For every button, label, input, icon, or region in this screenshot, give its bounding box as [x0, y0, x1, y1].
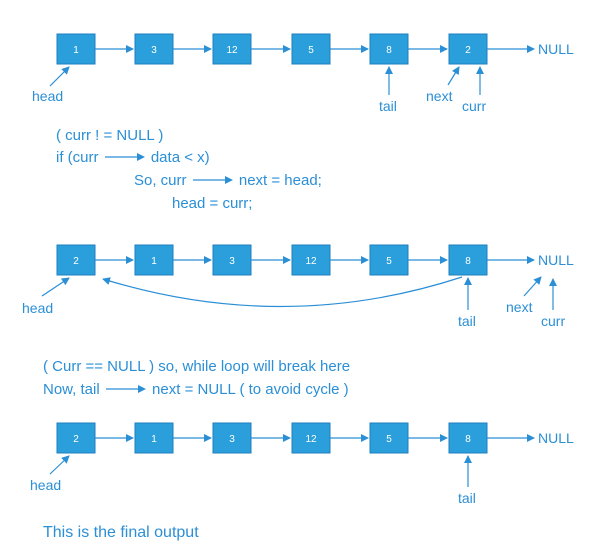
pointer-label-curr: curr — [462, 98, 486, 114]
pointer-arrow-next — [447, 66, 460, 86]
pointer-label-tail: tail — [458, 490, 476, 506]
node-value: 1 — [151, 434, 157, 445]
code-line-2: if (curr data < x) — [56, 149, 210, 167]
pointer-arrow-next — [523, 276, 542, 297]
list-node — [56, 422, 96, 454]
arrow-icon — [103, 149, 147, 167]
list-node — [369, 422, 409, 454]
pointer-label-next: next — [506, 299, 533, 315]
node-value: 3 — [229, 434, 235, 445]
list-node — [56, 244, 96, 276]
final-output-caption: This is the final output — [43, 524, 199, 541]
list-node — [212, 422, 252, 454]
node-value: 12 — [226, 45, 238, 56]
node-value: 12 — [305, 256, 317, 267]
pointer-label-head: head — [22, 300, 53, 316]
list-node — [291, 33, 331, 65]
pointer-arrow-head — [49, 455, 70, 475]
pointer-arrow-head — [49, 66, 70, 87]
null-label: NULL — [538, 41, 574, 57]
linked-list-step-1: 1 3 12 5 8 2 NULL head tail next curr — [32, 33, 574, 114]
pointer-label-head: head — [32, 88, 63, 104]
list-node — [56, 33, 96, 65]
cycle-back-link-arrow — [102, 276, 463, 308]
pointer-label-curr: curr — [541, 313, 565, 329]
node-value: 5 — [386, 256, 392, 267]
node-value: 12 — [305, 434, 317, 445]
list-node — [369, 244, 409, 276]
code-line-6: Now, tail next = NULL ( to avoid cycle ) — [43, 381, 349, 399]
node-value: 8 — [465, 256, 471, 267]
node-value: 2 — [73, 434, 79, 445]
code-line-4: head = curr; — [172, 195, 253, 212]
node-value: 2 — [73, 256, 79, 267]
null-label: NULL — [538, 252, 574, 268]
node-value: 8 — [465, 434, 471, 445]
node-value: 3 — [229, 256, 235, 267]
list-node — [134, 33, 174, 65]
code-line-3: So, curr next = head; — [134, 172, 322, 190]
arrow-icon — [191, 172, 235, 190]
node-value: 5 — [386, 434, 392, 445]
node-value: 8 — [386, 45, 392, 56]
code-line-5: ( Curr == NULL ) so, while loop will bre… — [43, 358, 351, 375]
node-value: 5 — [308, 45, 314, 56]
node-value: 2 — [465, 45, 471, 56]
arrow-icon — [104, 381, 148, 399]
null-label: NULL — [538, 430, 574, 446]
list-node — [212, 244, 252, 276]
code-line-1: ( curr ! = NULL ) — [56, 127, 164, 144]
pointer-arrow-head — [41, 277, 70, 297]
pointer-label-tail: tail — [458, 313, 476, 329]
linked-list-step-2: 2 1 3 12 5 8 NULL head tail next curr — [22, 244, 574, 329]
pointer-label-head: head — [30, 477, 61, 493]
pointer-label-tail: tail — [379, 98, 397, 114]
node-value: 1 — [151, 256, 157, 267]
list-node — [212, 33, 252, 65]
linked-list-final: 2 1 3 12 5 8 NULL head tail — [30, 422, 574, 506]
node-value: 3 — [151, 45, 157, 56]
node-value: 1 — [73, 45, 79, 56]
pointer-label-next: next — [426, 88, 453, 104]
